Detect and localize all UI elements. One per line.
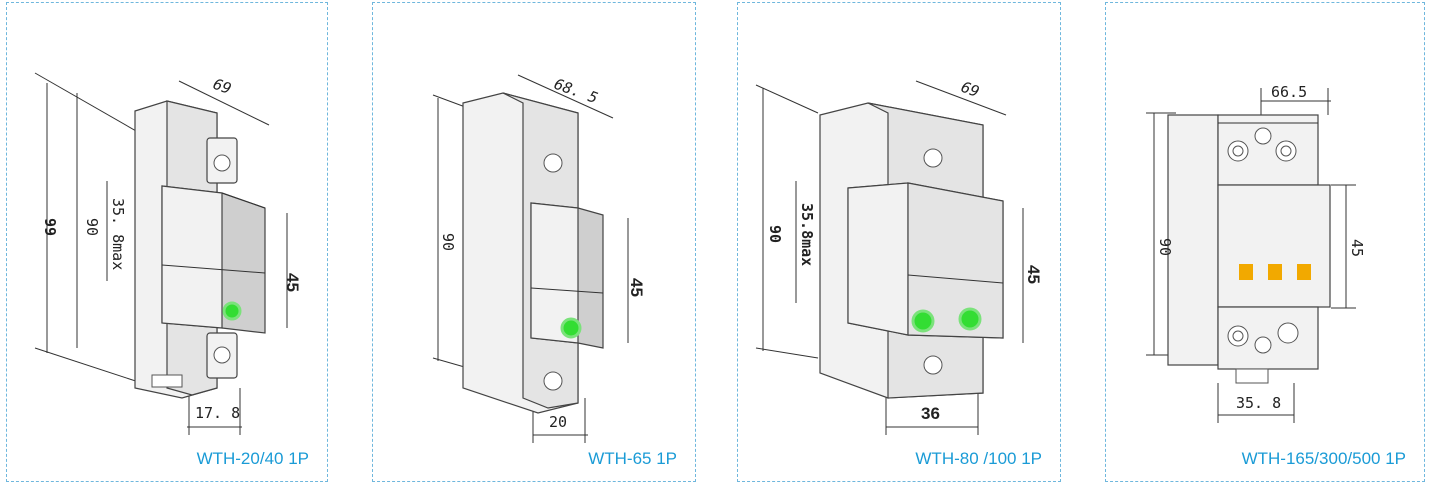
product-card-wth-80-100: 90 35.8max 69 45 36 WTH-80 /100 1P — [737, 2, 1061, 482]
dim-depth: 68. 5 — [552, 75, 601, 107]
product-card-wth-65: 90 68. 5 45 20 WTH-65 1P — [372, 2, 696, 482]
status-indicator-1 — [1239, 264, 1253, 280]
dim-depth: 66.5 — [1271, 83, 1307, 101]
status-indicator-3 — [1297, 264, 1311, 280]
dim-front: 45 — [627, 278, 646, 297]
product-caption: WTH-80 /100 1P — [915, 449, 1042, 468]
product-caption: WTH-165/300/500 1P — [1241, 449, 1406, 468]
dim-module: 35.8max — [798, 203, 816, 266]
dim-front: 45 — [1348, 239, 1366, 257]
status-indicator-led — [222, 301, 242, 321]
dim-width: 35. 8 — [1236, 394, 1281, 412]
dim-front: 45 — [283, 273, 302, 292]
dim-width: 20 — [549, 413, 567, 431]
dim-height: 90 — [439, 233, 457, 251]
status-indicator-led-2 — [958, 307, 982, 331]
dim-height: 90 — [1156, 238, 1174, 256]
dim-height-inner: 90 — [83, 218, 101, 236]
dim-width: 17. 8 — [195, 404, 240, 422]
dim-width: 36 — [921, 404, 940, 423]
drawing-wth-80-100: 90 35.8max 69 45 36 — [755, 78, 1043, 435]
status-indicator-led — [560, 317, 582, 339]
dim-height-outer: 99 — [41, 218, 59, 236]
dim-depth: 69 — [959, 78, 982, 101]
drawing-wth-20-40: 99 90 35. 8max 69 45 17. 8 — [34, 72, 302, 435]
product-card-wth-165-300-500: 66.5 90 45 35. 8 WTH-165/300/500 1P — [1105, 2, 1425, 482]
dim-depth: 69 — [211, 75, 234, 98]
status-indicator-led-1 — [911, 309, 935, 333]
dim-height: 90 — [766, 225, 784, 243]
drawing-wth-65: 90 68. 5 45 20 — [432, 74, 646, 443]
product-caption: WTH-20/40 1P — [196, 449, 309, 468]
drawing-wth-165-300-500: 66.5 90 45 35. 8 — [1146, 83, 1366, 423]
product-card-wth-20-40: 99 90 35. 8max 69 45 17. 8 WTH-20/40 1P — [6, 2, 328, 482]
status-indicator-2 — [1268, 264, 1282, 280]
dim-module: 35. 8max — [109, 198, 127, 270]
product-caption: WTH-65 1P — [588, 449, 677, 468]
dim-front: 45 — [1024, 265, 1043, 284]
